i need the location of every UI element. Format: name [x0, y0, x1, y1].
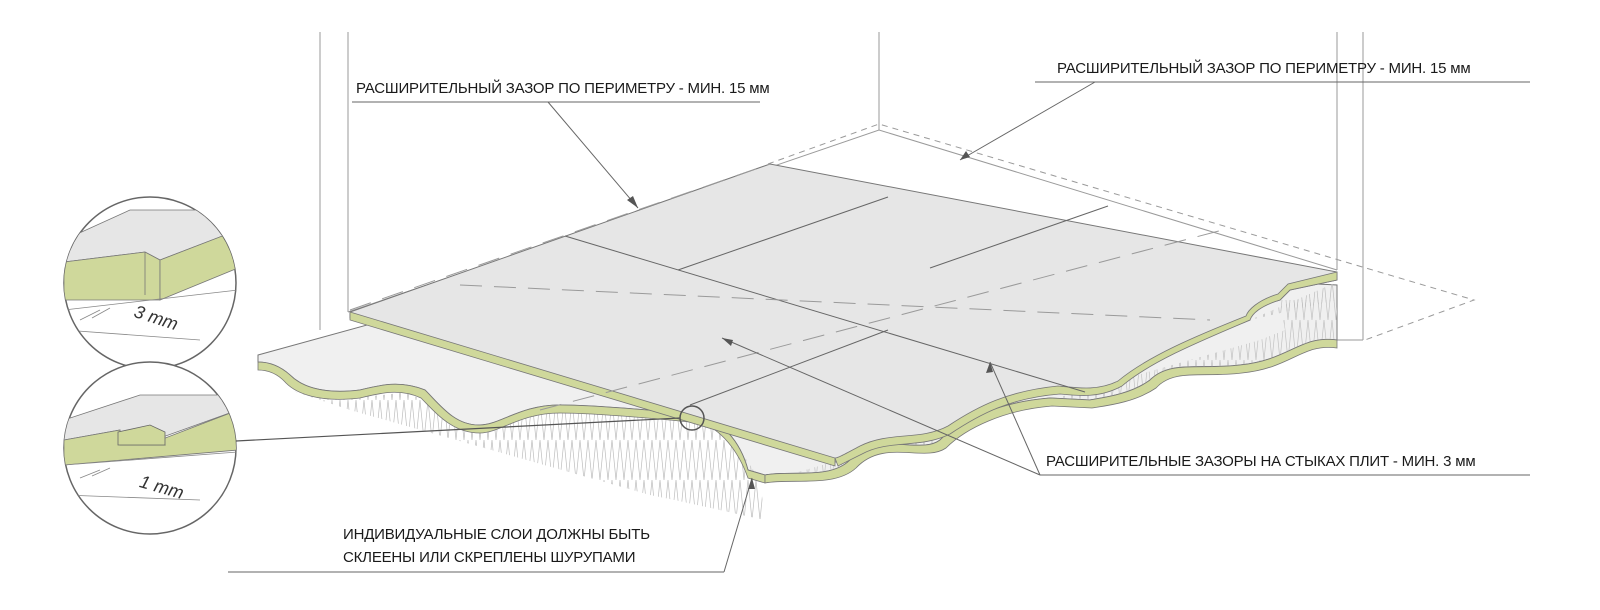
detail-joint-1mm: 1 mm	[63, 361, 237, 535]
leader-arrowheads	[627, 151, 993, 489]
underlayer-dash-lines	[349, 163, 1231, 411]
board-joints	[564, 196, 1109, 406]
detail-leader	[235, 405, 705, 442]
label-layers-line2: СКЛЕЕНЫ ИЛИ СКРЕПЛЕНЫ ШУРУПАМИ	[343, 549, 636, 566]
perimeter-outline	[767, 123, 1476, 341]
label-perimeter-gap-left: РАСШИРИТЕЛЬНЫЙ ЗАЗОР ПО ПЕРИМЕТРУ - МИН.…	[356, 80, 770, 97]
label-layers-line1: ИНДИВИДУАЛЬНЫЕ СЛОИ ДОЛЖНЫ БЫТЬ	[343, 526, 650, 543]
label-joint-gaps: РАСШИРИТЕЛЬНЫЕ ЗАЗОРЫ НА СТЫКАХ ПЛИТ - М…	[1046, 453, 1476, 470]
detail-joint-3mm: 3 mm	[63, 196, 237, 370]
leader-lines	[228, 81, 1530, 573]
label-perimeter-gap-right: РАСШИРИТЕЛЬНЫЙ ЗАЗОР ПО ПЕРИМЕТРУ - МИН.…	[1057, 60, 1471, 77]
top-layer	[349, 163, 1338, 467]
